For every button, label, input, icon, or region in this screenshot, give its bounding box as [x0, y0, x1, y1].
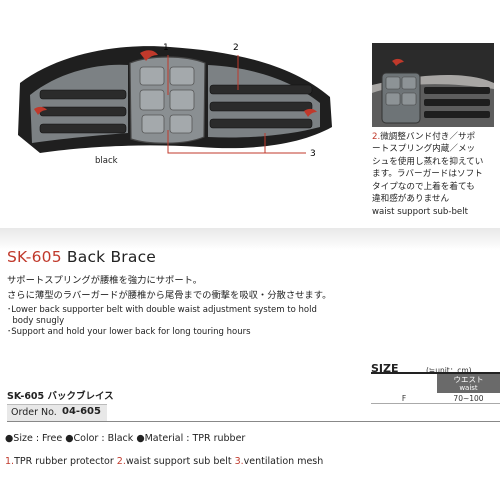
description-en-line: ･Support and hold your lower back for lo… — [7, 327, 251, 337]
detail-photo — [372, 43, 494, 127]
feature-list: 1.TPR rubber protector 2.waist support s… — [5, 456, 323, 467]
color-caption: black — [95, 156, 118, 165]
order-divider — [7, 421, 500, 422]
detail-caption-line: 微調整バンド付き／サポ — [380, 132, 476, 142]
feature-text: ventilation mesh — [243, 456, 324, 467]
description-jp-line: サポートスプリングが腰椎を強力にサポート。 — [7, 275, 203, 286]
size-table: ウエスト waist F 70~100 — [371, 374, 500, 404]
feature-text: TPR rubber protector — [14, 456, 114, 467]
spec-bullet: ● — [65, 433, 74, 444]
description-en-line: ･Lower back supporter belt with double w… — [7, 305, 317, 315]
feature-number: 2. — [116, 456, 126, 467]
detail-subcaption: waist support sub-belt — [372, 207, 468, 217]
size-unit: (≒unit：cm) — [426, 366, 472, 375]
feature-number: 1. — [5, 456, 15, 467]
product-name-jp: SK-605 バックブレイス — [7, 391, 114, 402]
order-number: 04-605 — [62, 406, 101, 417]
callout-2: 2 — [233, 43, 239, 53]
waist-header-jp: ウエスト — [453, 374, 484, 384]
product-title: SK-605 Back Brace — [7, 248, 156, 266]
detail-caption: 2.微調整バンド付き／サポ ートスプリング内蔵／メッ シュを使用し蒸れを抑えてい… — [372, 131, 497, 205]
detail-caption-line: 違和感がありません — [372, 194, 450, 205]
table-row: F 70~100 — [371, 393, 500, 404]
size-table-header: ウエスト waist — [437, 374, 500, 393]
size-table-rule — [371, 372, 500, 374]
spec-bullet: ● — [136, 433, 145, 444]
size-table-corner — [371, 374, 437, 393]
detail-caption-line: ます。ラバーガードはソフト — [372, 169, 483, 180]
feature-text: waist support sub belt — [125, 456, 232, 467]
description-jp-line: さらに薄型のラバーガードが腰椎から尾骨までの衝撃を吸収・分散させます。 — [7, 290, 332, 301]
order-label: Order No. — [11, 407, 57, 418]
detail-caption-line: ートスプリング内蔵／メッ — [372, 144, 476, 155]
product-code: SK-605 — [7, 248, 62, 266]
spec-color: Color : Black — [73, 433, 134, 444]
callout-1: 1 — [163, 43, 169, 53]
waist-header-en: waist — [459, 383, 478, 392]
detail-caption-line: シュを使用し蒸れを抑えてい — [372, 156, 484, 167]
feature-number: 3. — [234, 456, 244, 467]
description-en-line: body snugly — [7, 316, 65, 326]
spec-material: Material : TPR rubber — [144, 433, 246, 444]
detail-caption-number: 2. — [372, 132, 381, 142]
back-brace-photo: 1 2 3 black — [18, 43, 332, 165]
separator-band — [0, 228, 500, 250]
size-cell: F — [371, 393, 437, 404]
callout-3: 3 — [310, 149, 316, 159]
product-name: Back Brace — [66, 248, 157, 266]
size-label: SIZE — [371, 362, 399, 375]
detail-caption-line: タイプなので上着を着ても — [372, 181, 475, 192]
waist-cell: 70~100 — [437, 393, 500, 404]
spec-bullet: ● — [5, 433, 14, 444]
spec-size: Size : Free — [13, 433, 63, 444]
spec-list: ●Size : Free ●Color : Black ●Material : … — [5, 433, 245, 444]
